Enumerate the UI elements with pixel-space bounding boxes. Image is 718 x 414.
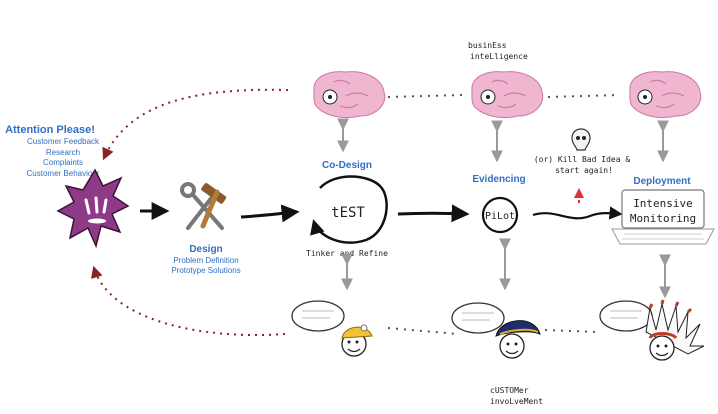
laptop-icon bbox=[611, 189, 715, 245]
brain-icon bbox=[471, 71, 544, 119]
customer-involvement-label: cUSTOMer bbox=[490, 386, 529, 395]
attention-title: Attention Please! bbox=[5, 124, 95, 136]
codesign-title: Co-Design bbox=[322, 160, 372, 171]
design-line: Prototype Solutions bbox=[171, 266, 240, 275]
business-intel-label: inteLligence bbox=[470, 52, 528, 61]
pilot-circle bbox=[481, 196, 519, 234]
speech-bubble bbox=[599, 300, 653, 332]
attention-item: Research bbox=[46, 148, 80, 157]
tools-icon bbox=[180, 182, 227, 230]
design-title: Design bbox=[189, 244, 222, 255]
speech-bubble bbox=[451, 302, 505, 334]
dotted-link-faces-2 bbox=[544, 329, 599, 333]
attention-item: Customer Behaviour bbox=[27, 169, 100, 178]
design-line: Problem Definition bbox=[173, 256, 238, 265]
evidencing-title: Evidencing bbox=[472, 174, 525, 185]
arrow-to-pilot bbox=[397, 204, 470, 223]
business-intel-label: businEss bbox=[468, 41, 507, 50]
customer-involvement-label: invoLveMent bbox=[490, 397, 543, 406]
tinker-label: Tinker and Refine bbox=[306, 249, 388, 258]
dotted-link-brains-1 bbox=[387, 94, 463, 98]
monitor-line: Intensive bbox=[633, 197, 693, 210]
test-cycle-loop bbox=[310, 175, 388, 244]
kill-note-line: (or) Kill Bad Idea & bbox=[534, 155, 631, 164]
dotted-link-faces-1 bbox=[387, 327, 459, 335]
monitor-line: Monitoring bbox=[630, 212, 696, 225]
dotted-link-brains-2 bbox=[547, 94, 621, 98]
kill-note-line: start again! bbox=[555, 166, 613, 175]
deployment-title: Deployment bbox=[633, 176, 691, 187]
brain-icon bbox=[629, 71, 702, 119]
test-label: tEST bbox=[331, 205, 365, 221]
skull-icon bbox=[571, 128, 591, 151]
admiral-customer-icon bbox=[495, 320, 541, 359]
dotted-arrow-bottom bbox=[91, 265, 286, 337]
dotted-arrow-top bbox=[102, 88, 289, 161]
virus-icon bbox=[56, 168, 130, 249]
chief-customer-icon bbox=[645, 299, 705, 361]
attention-item: Customer Feedback bbox=[27, 137, 100, 146]
miner-customer-icon bbox=[341, 324, 373, 357]
brain-icon bbox=[313, 71, 386, 119]
arrow-to-test bbox=[240, 204, 300, 223]
attention-item: Complaints bbox=[43, 158, 83, 167]
speech-bubble bbox=[291, 300, 345, 332]
arrow-to-deployment bbox=[532, 206, 623, 220]
pilot-label: PiLot bbox=[485, 211, 515, 222]
